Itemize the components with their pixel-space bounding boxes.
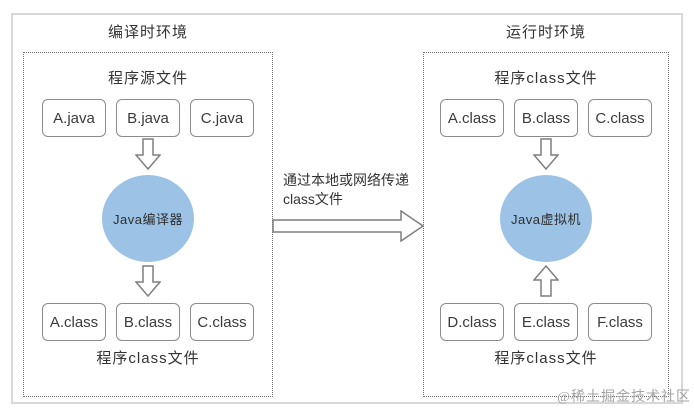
transfer-label: 通过本地或网络传递 class文件	[283, 171, 423, 209]
file-box: D.class	[440, 303, 504, 341]
outer-frame	[11, 13, 683, 404]
right-arrow-icon	[272, 209, 425, 243]
file-box: A.class	[440, 99, 504, 137]
transfer-label-line2: class文件	[283, 191, 343, 207]
source-files-row: A.java B.java C.java	[24, 99, 272, 137]
loaded-class-files-row: D.class E.class F.class	[424, 303, 668, 341]
down-arrow-icon	[532, 138, 560, 171]
down-arrow-icon	[134, 265, 162, 298]
runtime-env-panel: 程序class文件 A.class B.class C.class Java虚拟…	[423, 52, 669, 397]
transfer-label-line1: 通过本地或网络传递	[283, 172, 409, 188]
file-box: C.class	[588, 99, 652, 137]
file-box: A.java	[42, 99, 106, 137]
watermark: @稀土掘金技术社区	[557, 390, 691, 405]
class-files-label: 程序class文件	[96, 350, 200, 367]
class-files-label: 程序class文件	[494, 350, 598, 367]
file-box: A.class	[42, 303, 106, 341]
up-arrow-icon	[532, 264, 560, 297]
java-vm-node: Java虚拟机	[500, 175, 592, 262]
class-files-row: A.class B.class C.class	[424, 99, 668, 137]
compile-env-title: 编译时环境	[107, 24, 188, 41]
file-box: B.java	[116, 99, 180, 137]
class-files-row: A.class B.class C.class	[24, 303, 272, 341]
down-arrow-icon	[134, 138, 162, 171]
file-box: E.class	[514, 303, 578, 341]
compile-env-panel: 程序源文件 A.java B.java C.java Java编译器 A.cla…	[23, 52, 273, 397]
file-box: B.class	[116, 303, 180, 341]
file-box: C.java	[190, 99, 254, 137]
class-files-label: 程序class文件	[494, 70, 598, 87]
runtime-env-title: 运行时环境	[505, 24, 586, 41]
java-compiler-node: Java编译器	[102, 175, 194, 262]
file-box: B.class	[514, 99, 578, 137]
file-box: F.class	[588, 303, 652, 341]
file-box: C.class	[190, 303, 254, 341]
source-files-label: 程序源文件	[107, 70, 188, 87]
